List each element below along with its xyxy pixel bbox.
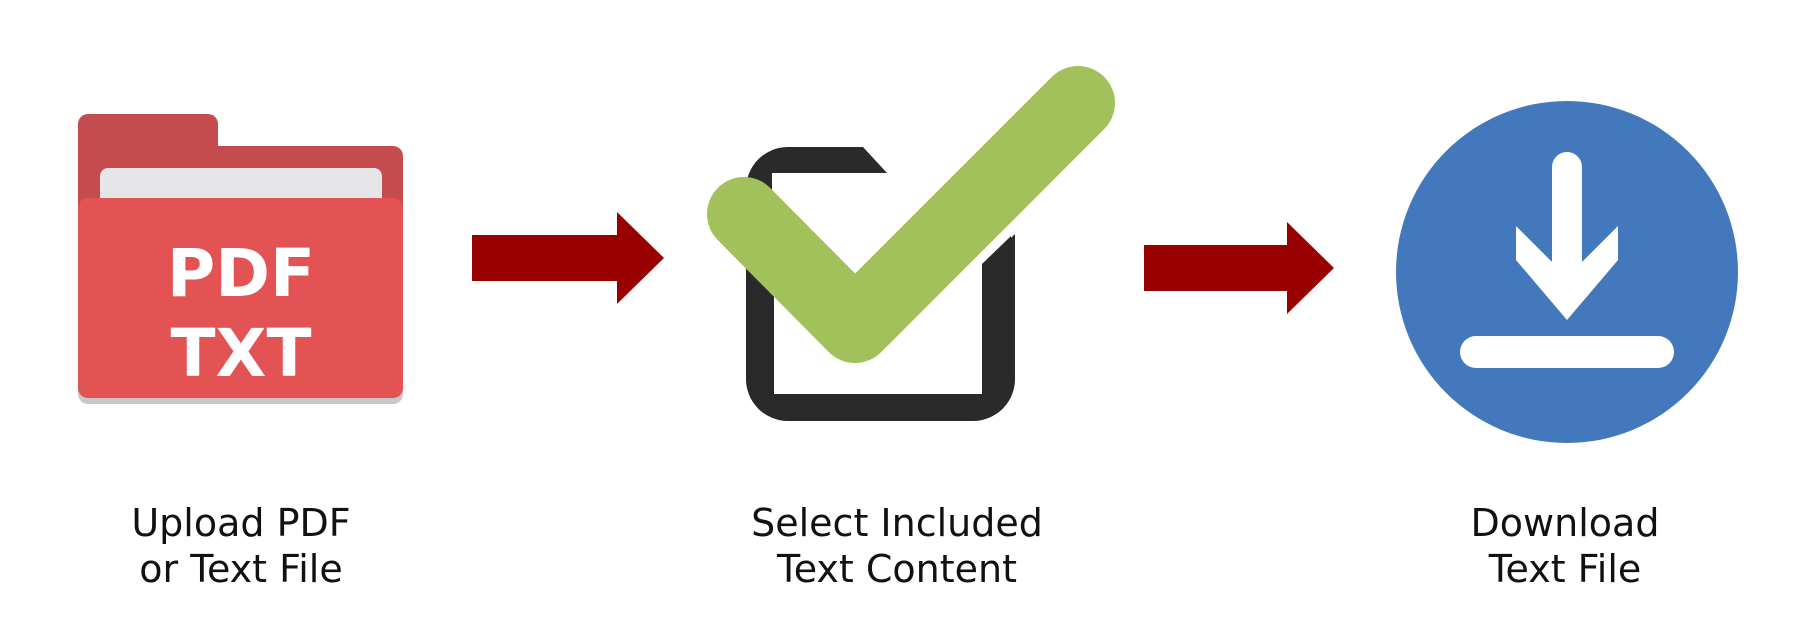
- caption-line: Upload PDF: [131, 501, 351, 545]
- pdf-txt-folder-icon: PDF TXT: [78, 114, 403, 404]
- folder-label-txt: TXT: [171, 315, 312, 392]
- right-arrow-icon: [472, 212, 664, 304]
- caption-line: or Text File: [139, 547, 343, 591]
- caption-line: Download: [1470, 501, 1660, 545]
- checkbox-check-icon: [707, 66, 1115, 421]
- download-circle-icon: [1396, 101, 1738, 443]
- caption-line: Text File: [1488, 547, 1642, 591]
- step-caption-upload: Upload PDF or Text File: [31, 500, 451, 592]
- step-caption-download: Download Text File: [1355, 500, 1775, 592]
- right-arrow-icon: [1144, 222, 1334, 314]
- caption-line: Select Included: [751, 501, 1043, 545]
- step-caption-select: Select Included Text Content: [687, 500, 1107, 592]
- caption-line: Text Content: [776, 547, 1018, 591]
- folder-label-pdf: PDF: [167, 235, 315, 312]
